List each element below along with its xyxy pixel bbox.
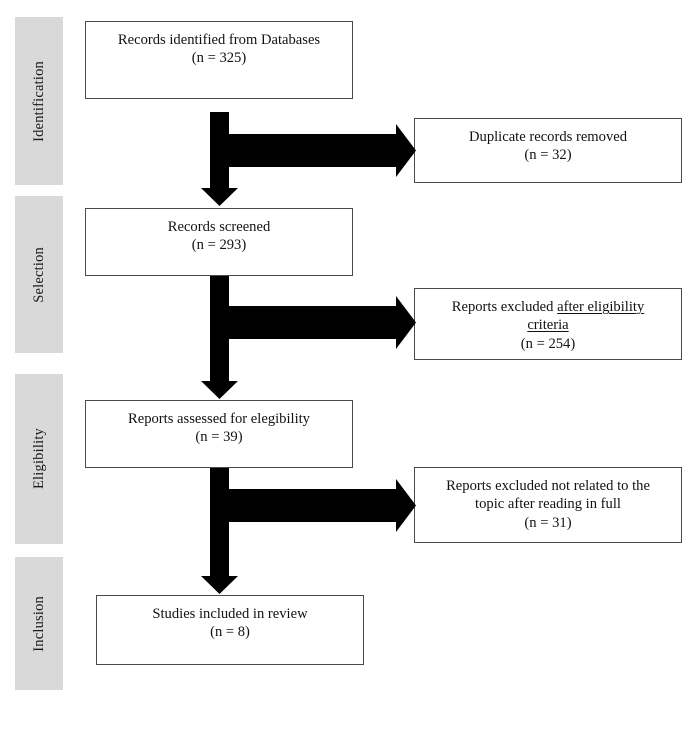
stage-label-inclusion: Inclusion: [30, 595, 47, 652]
box-studies-included-count: (n = 8): [210, 624, 250, 641]
arrow-eligibility-to-inclusion: [201, 468, 416, 594]
box-excluded-not-related: Reports excluded not related to the topi…: [414, 467, 682, 543]
box-excluded-not-related-line2: topic after reading in full: [475, 496, 621, 513]
box-excluded-after-eligibility-line2-underlined: criteria: [527, 317, 569, 334]
box-excluded-after-eligibility: Reports excluded after eligibility crite…: [414, 288, 682, 360]
box-studies-included-line1: Studies included in review: [152, 606, 308, 622]
stage-band-eligibility: Eligibility: [15, 374, 63, 544]
box-duplicates-removed-count: (n = 32): [524, 147, 572, 164]
arrow-identification-to-selection: [201, 112, 416, 206]
stage-band-identification: Identification: [15, 17, 63, 185]
box-duplicates-removed-line1: Duplicate records removed: [468, 129, 628, 145]
box-records-identified: Records identified from Databases (n = 3…: [85, 21, 353, 99]
box-duplicates-removed: Duplicate records removed (n = 32): [414, 118, 682, 183]
box-excluded-after-eligibility-line1-plain: Reports excluded: [451, 299, 558, 315]
box-records-identified-count: (n = 325): [191, 50, 247, 67]
box-reports-assessed-count: (n = 39): [195, 429, 243, 446]
arrow-right-3-icon: [226, 479, 416, 532]
box-excluded-after-eligibility-line1-underlined: after eligibility: [557, 299, 645, 315]
arrow-down-2-icon: [201, 276, 238, 399]
box-reports-assessed: Reports assessed for elegibility (n = 39…: [85, 400, 353, 468]
box-excluded-after-eligibility-line1: Reports excluded after eligibility: [425, 298, 671, 316]
arrow-down-1-icon: [201, 112, 238, 206]
box-records-screened-line1: Records screened: [167, 219, 271, 235]
stage-label-eligibility: Eligibility: [30, 428, 47, 490]
stage-band-selection: Selection: [15, 196, 63, 353]
stage-band-inclusion: Inclusion: [15, 557, 63, 690]
box-reports-assessed-line1: Reports assessed for elegibility: [128, 411, 310, 427]
box-excluded-not-related-count: (n = 31): [524, 514, 572, 531]
arrow-right-2-icon: [226, 296, 416, 349]
stage-label-identification: Identification: [30, 60, 47, 142]
box-studies-included: Studies included in review (n = 8): [96, 595, 364, 665]
arrow-right-1-icon: [226, 124, 416, 177]
box-records-identified-line1: Records identified from Databases: [117, 32, 321, 48]
arrow-selection-to-eligibility: [201, 276, 416, 399]
box-excluded-after-eligibility-line2: criteria: [425, 316, 671, 334]
box-records-screened-count: (n = 293): [191, 237, 247, 254]
box-excluded-not-related-line1: Reports excluded not related to the: [446, 478, 650, 494]
box-records-screened: Records screened (n = 293): [85, 208, 353, 276]
arrow-down-3-icon: [201, 468, 238, 594]
box-excluded-after-eligibility-count: (n = 254): [520, 335, 576, 352]
stage-label-selection: Selection: [30, 246, 47, 303]
